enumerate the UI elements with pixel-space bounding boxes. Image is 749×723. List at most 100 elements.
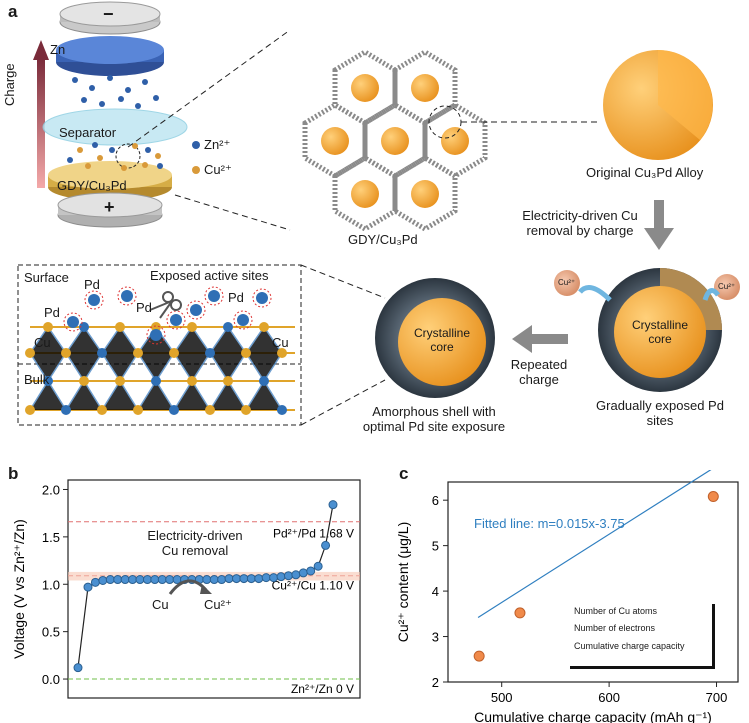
plus-sign: + xyxy=(104,197,115,217)
cu-ion-right xyxy=(714,274,740,300)
core-label-line: core xyxy=(430,340,454,354)
zoom-circle-battery xyxy=(115,143,141,169)
ion-cloud xyxy=(67,75,163,169)
data-point xyxy=(276,572,286,582)
data-point xyxy=(306,566,316,576)
repeated-charge-label: Repeated charge xyxy=(505,357,573,387)
ion-release-arrow xyxy=(578,285,612,302)
legend-zn-label: Zn²⁺ xyxy=(204,137,231,152)
process-label-line: Electricity-driven Cu xyxy=(522,208,638,223)
annotation-text: Electricity-driven Cu removal xyxy=(120,528,270,558)
model-atoms xyxy=(25,322,287,415)
data-point xyxy=(142,575,152,585)
data-point xyxy=(105,575,115,585)
data-point xyxy=(73,663,83,673)
data-point xyxy=(313,561,323,571)
data-point xyxy=(83,582,93,592)
charge-arrow-shaft xyxy=(37,58,45,188)
shell-caption: Amorphous shell with optimal Pd site exp… xyxy=(345,404,523,434)
pd-label: Pd xyxy=(228,290,244,305)
data-point xyxy=(321,540,331,550)
data-point xyxy=(254,574,264,584)
cu-label: Cu xyxy=(272,335,289,350)
inset-row: Number of Cu atoms xyxy=(574,606,658,616)
data-point xyxy=(291,570,301,580)
legend-cu-dot xyxy=(192,166,200,174)
data-point xyxy=(135,575,145,585)
data-point xyxy=(150,575,160,585)
separator-disc xyxy=(42,108,188,146)
y-tick-label: 0.5 xyxy=(42,625,60,640)
data-point xyxy=(120,575,130,585)
reaction-to: Cu²⁺ xyxy=(204,597,232,612)
caption-line: Repeated xyxy=(510,357,568,372)
data-point xyxy=(246,574,256,584)
y-tick-label: 0.0 xyxy=(42,672,60,687)
core-label-line: core xyxy=(648,332,672,346)
inset-table: Number of Cu atoms Number of electrons C… xyxy=(570,604,715,669)
legend-cu-label: Cu²⁺ xyxy=(204,162,232,177)
data-point xyxy=(90,577,100,587)
y-tick-label: 1.5 xyxy=(42,530,60,545)
process-arrow-head xyxy=(644,228,674,250)
y-axis-label: Voltage (V vs Zn²⁺/Zn) xyxy=(11,519,27,659)
data-point xyxy=(231,574,241,584)
plot-frame xyxy=(447,481,739,683)
reference-label: Zn²⁺/Zn 0 V xyxy=(291,682,354,696)
core-label-line: Crystalline xyxy=(631,318,688,332)
connector-line xyxy=(300,379,386,426)
data-point xyxy=(113,575,123,585)
caption-line: Gradually exposed Pd xyxy=(596,398,724,413)
x-tick-label: 500 xyxy=(491,690,513,705)
y-tick-label: 6 xyxy=(432,493,439,508)
fit-line xyxy=(477,470,712,618)
cu-label: Cu xyxy=(34,335,51,350)
separator-label: Separator xyxy=(59,125,117,140)
plot-frame xyxy=(67,479,361,699)
data-point xyxy=(269,573,279,583)
panel-c-letter: c xyxy=(399,464,409,483)
annotation-line: Electricity-driven xyxy=(147,528,243,543)
charge-arrow-head xyxy=(33,40,49,60)
surface-label: Surface xyxy=(24,270,69,285)
exposed-caption: Gradually exposed Pd sites xyxy=(590,398,730,428)
data-point xyxy=(707,491,719,503)
caption-line: charge xyxy=(519,372,559,387)
shell-core-label: Crystalline core xyxy=(400,326,484,354)
cu-ion-right-label: Cu²⁺ xyxy=(718,282,736,291)
data-point xyxy=(298,568,308,578)
pd-label: Pd xyxy=(44,305,60,320)
exposed-sites-label: Exposed active sites xyxy=(150,268,269,283)
legend-zn-dot xyxy=(192,141,200,149)
data-point xyxy=(128,575,138,585)
charge-label: Charge xyxy=(2,63,17,106)
y-axis-label: Cu²⁺ content (μg/L) xyxy=(395,522,411,643)
cu-ion-cloud xyxy=(77,143,161,171)
inset-row: Cumulative charge capacity xyxy=(574,641,685,651)
pd-label: Pd xyxy=(84,277,100,292)
data-point xyxy=(328,500,338,510)
reaction-arrow-icon xyxy=(168,579,212,595)
data-point xyxy=(514,607,526,619)
y-tick-label: 3 xyxy=(432,630,439,645)
gdy-lattice xyxy=(302,49,488,232)
cu-ion-left xyxy=(554,270,580,296)
bulk-label: Bulk xyxy=(24,372,50,387)
fit-label: Fitted line: m=0.015x-3.75 xyxy=(474,516,625,531)
x-tick-label: 700 xyxy=(706,690,728,705)
data-point xyxy=(217,575,227,585)
pd-label: Pd xyxy=(136,300,152,315)
repeat-arrow-shaft xyxy=(530,334,568,344)
inset-row: Number of electrons xyxy=(574,623,656,633)
process-label: Electricity-driven Cu removal by charge xyxy=(510,208,650,238)
ion-release-arrow xyxy=(702,288,721,301)
caption-line: Amorphous shell with xyxy=(372,404,496,419)
reference-label: Pd²⁺/Pd 1.68 V xyxy=(273,527,354,541)
y-tick-label: 2 xyxy=(432,675,439,690)
alloy-caption: Original Cu₃Pd Alloy xyxy=(586,165,704,180)
connector-line xyxy=(300,264,386,299)
data-point xyxy=(224,574,234,584)
lattice-particles xyxy=(321,74,469,208)
